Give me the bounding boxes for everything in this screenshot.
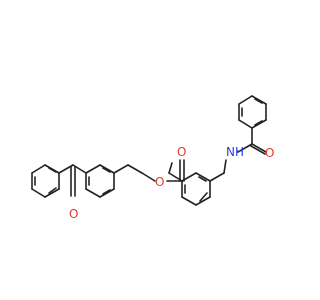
amide-group <box>209 127 267 182</box>
ester-bridge-oxygen-label: O <box>155 175 164 189</box>
phenyl-ring-left <box>31 164 60 198</box>
ketone-group <box>58 164 87 197</box>
benzyl-ester-linkage <box>113 159 185 182</box>
phenyl-ring-top <box>238 95 267 129</box>
amide-oxygen-label: O <box>265 146 274 160</box>
structure-diagram: O O O O NH <box>31 95 274 221</box>
ketone-oxygen-label: O <box>69 207 78 221</box>
phenyl-ring-center <box>85 164 115 198</box>
ester-carbonyl-oxygen-label: O <box>177 145 186 159</box>
phenyl-ring-right <box>181 172 211 206</box>
amide-nitrogen-label: NH <box>226 145 244 159</box>
